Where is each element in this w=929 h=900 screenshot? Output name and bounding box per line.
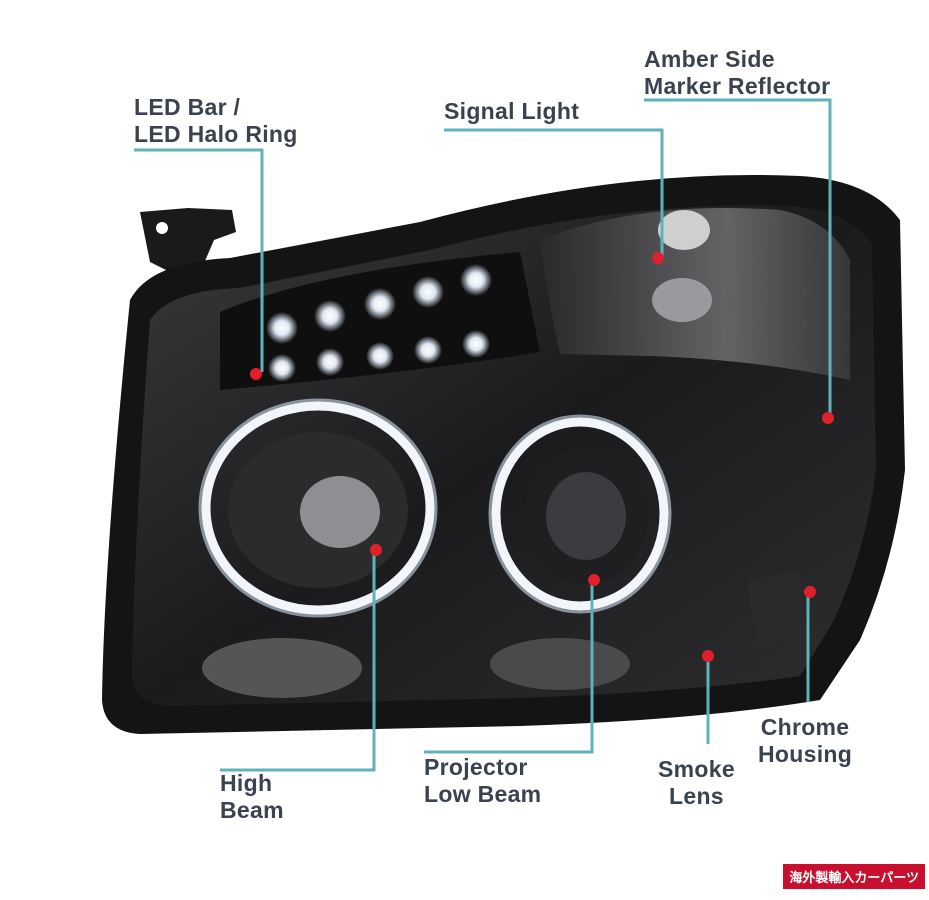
watermark-badge: 海外製輸入カーパーツ [783,864,925,889]
callout-high-beam: High Beam [220,770,284,824]
leader-high-beam [220,550,376,772]
projector-unit [488,414,672,614]
marker-dots [250,252,834,662]
dot-high-beam [370,544,382,556]
callout-amber-side-line2: Marker Reflector [644,73,831,99]
callout-high-beam-line1: High [220,770,273,796]
callout-projector-line2: Low Beam [424,781,542,807]
callout-smoke-lens-line2: Lens [669,783,724,809]
mounting-bracket [140,208,236,272]
lower-reflector-right [490,638,630,690]
led-bar-strip [220,252,540,390]
callout-chrome-housing: Chrome Housing [758,714,852,768]
callout-high-beam-line2: Beam [220,797,284,823]
dot-amber-side [822,412,834,424]
callout-led-bar-line2: LED Halo Ring [134,121,298,147]
callout-led-bar: LED Bar / LED Halo Ring [134,94,298,148]
led-bar-leds [266,264,492,382]
leader-signal-light [444,128,664,258]
callout-signal-light-text: Signal Light [444,98,580,124]
callout-signal-light: Signal Light [444,98,579,125]
high-beam-unit [198,398,438,618]
callout-smoke-lens: Smoke Lens [658,756,735,810]
callout-projector: Projector Low Beam [424,754,541,808]
leader-led-bar [134,148,264,372]
leader-lines [134,98,832,772]
callout-amber-side-line1: Amber Side [644,46,775,72]
dot-led-bar [250,368,262,380]
lower-reflector-left [202,638,362,698]
callout-projector-line1: Projector [424,754,528,780]
callout-amber-side: Amber Side Marker Reflector [644,46,830,100]
signal-bulb-upper [658,210,710,250]
dot-signal-light [652,252,664,264]
callout-chrome-housing-line2: Housing [758,741,853,767]
signal-bulb-lower [652,278,712,322]
dot-projector [588,574,600,586]
side-marker-reflector [748,570,806,650]
callout-led-bar-line1: LED Bar / [134,94,241,120]
callout-chrome-housing-line1: Chrome [760,714,850,740]
dot-chrome-housing [804,586,816,598]
leader-amber-side [644,98,832,418]
dot-smoke-lens [702,650,714,662]
leader-projector [424,580,594,754]
callout-smoke-lens-line1: Smoke [658,756,735,782]
